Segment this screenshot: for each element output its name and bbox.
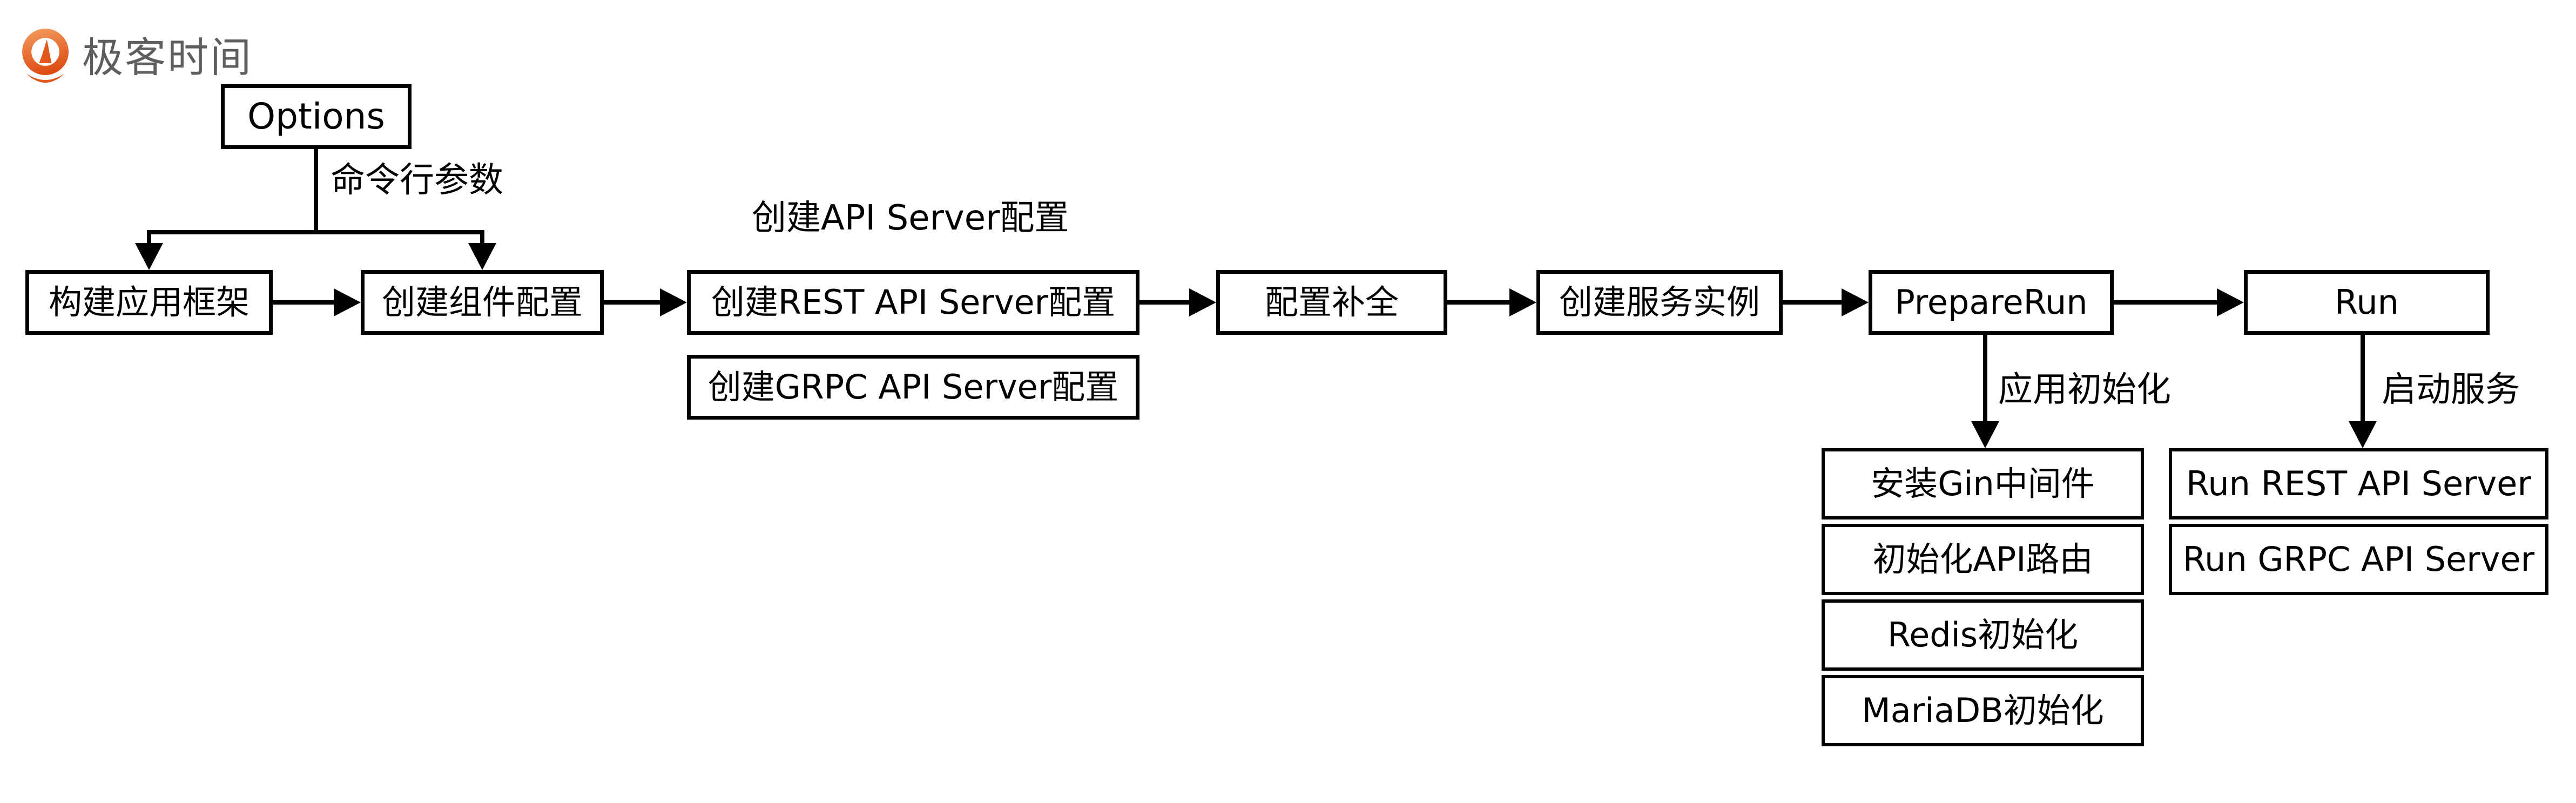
node-run: Run: [2244, 270, 2490, 335]
brand-logo: 极客时间: [19, 28, 253, 87]
edge-label-app-initialization: 应用初始化: [1998, 370, 2171, 410]
stack-item-install-gin-middleware: 安装Gin中间件: [1822, 448, 2144, 519]
edge-build-to-component-arrow: [273, 288, 361, 316]
app-init-stack: 安装Gin中间件 初始化API路由 Redis初始化 MariaDB初始化: [1822, 448, 2144, 746]
edge-label-command-line-args: 命令行参数: [331, 160, 503, 200]
edge-run-to-run-stack-arrow: [2349, 332, 2377, 448]
edge-options-to-component-config-arrow: [468, 230, 496, 270]
node-options: Options: [221, 84, 412, 149]
node-prepare-run: PrepareRun: [1869, 270, 2114, 335]
edge-label-start-service: 启动服务: [2382, 370, 2520, 410]
edge-options-stem: [147, 146, 484, 234]
node-create-component-config: 创建组件配置: [361, 270, 604, 335]
edge-options-to-build-framework-arrow: [135, 230, 163, 270]
edge-preparerun-to-run-arrow: [2114, 288, 2244, 316]
edge-preparerun-to-init-stack-arrow: [1971, 332, 1999, 448]
edge-rest-config-to-config-completion-arrow: [1139, 288, 1216, 316]
stack-item-mariadb-init: MariaDB初始化: [1822, 675, 2144, 746]
node-create-rest-api-server-config: 创建REST API Server配置: [687, 270, 1139, 335]
run-services-stack: Run REST API Server Run GRPC API Server: [2169, 448, 2548, 595]
stack-item-run-grpc-api-server: Run GRPC API Server: [2169, 524, 2548, 595]
edge-component-to-rest-config-arrow: [604, 288, 687, 316]
node-build-app-framework: 构建应用框架: [25, 270, 273, 335]
node-create-service-instance: 创建服务实例: [1536, 270, 1783, 335]
stack-item-run-rest-api-server: Run REST API Server: [2169, 448, 2548, 519]
edge-config-completion-to-instance-arrow: [1447, 288, 1536, 316]
stack-item-init-api-routes: 初始化API路由: [1822, 524, 2144, 595]
edge-label-create-api-server-config: 创建API Server配置: [752, 198, 1069, 238]
stack-item-redis-init: Redis初始化: [1822, 599, 2144, 671]
node-config-completion: 配置补全: [1216, 270, 1447, 335]
brand-name: 极客时间: [82, 33, 253, 82]
node-create-grpc-api-server-config: 创建GRPC API Server配置: [687, 355, 1139, 420]
edge-instance-to-preparerun-arrow: [1783, 288, 1869, 316]
geektime-logo-icon: [22, 28, 69, 83]
